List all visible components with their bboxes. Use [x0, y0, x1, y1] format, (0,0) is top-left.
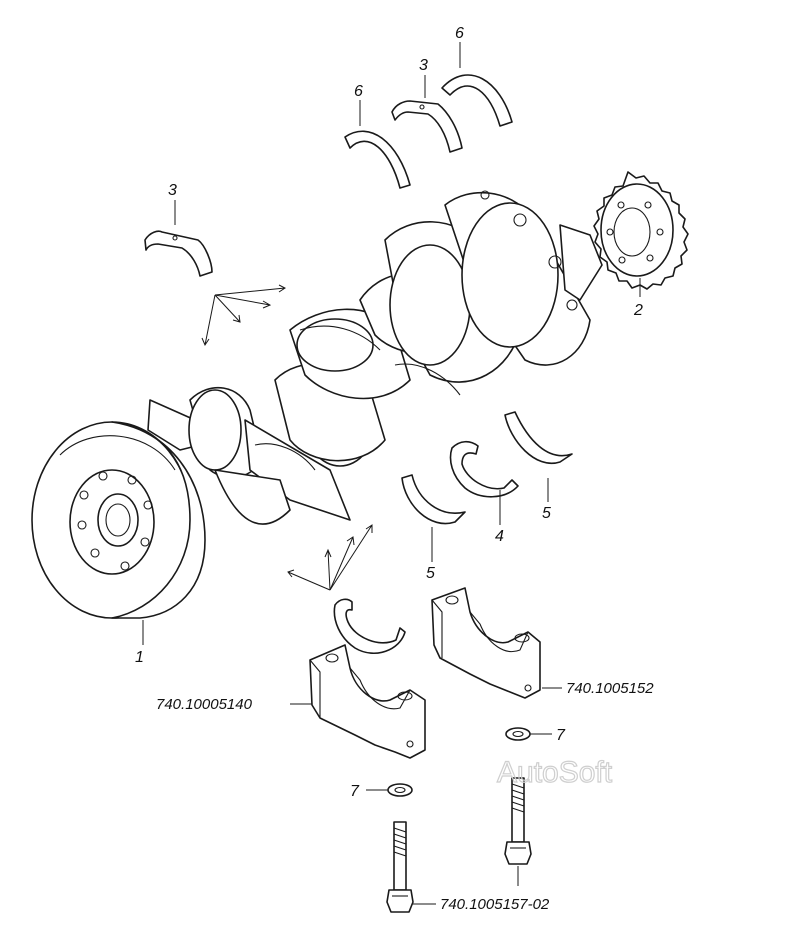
callout-washer-left: 7 — [350, 783, 360, 800]
callout-thrust-lower-left: 5 — [426, 565, 435, 582]
crankshaft — [31, 190, 603, 619]
callout-upper-shell-right: 3 — [419, 57, 428, 74]
callout-thrust-top-left: 6 — [354, 83, 363, 100]
upper-bearing-shell-right — [391, 100, 463, 153]
callouts: 1 2 3 3 6 6 5 4 5 7 7 — [135, 25, 643, 800]
callout-thrust-lower-right: 5 — [542, 505, 551, 522]
crankshaft-body — [188, 190, 603, 525]
callout-thrust-top-right: 6 — [455, 25, 464, 42]
direction-arrows-lower — [287, 524, 373, 591]
callout-lower-shell: 4 — [495, 528, 504, 545]
callout-gear: 2 — [633, 302, 643, 319]
main-bearing-cap-left — [309, 644, 426, 759]
direction-arrows-upper — [201, 284, 286, 347]
callout-washer-right: 7 — [556, 727, 566, 744]
partno-cap-left: 740.10005140 — [156, 696, 253, 713]
thrust-washer-lower-right — [504, 411, 573, 465]
main-bearing-cap-right — [431, 587, 541, 699]
thrust-washer-lower-left — [401, 474, 466, 525]
thrust-washer-top-right — [441, 74, 513, 127]
callout-upper-shell-left: 3 — [168, 182, 177, 199]
washer-right — [505, 727, 531, 741]
part-numbers: 740.10005140 740.1005152 740.1005157-02 — [156, 680, 654, 913]
leader-lines — [142, 42, 641, 905]
watermark: AutoSoft — [497, 756, 613, 789]
lower-bearing-shell-cap — [333, 598, 406, 654]
timing-gear — [593, 171, 689, 290]
cap-bolt-right — [504, 777, 532, 865]
callout-crankshaft: 1 — [135, 649, 144, 666]
thrust-washer-top-left — [344, 130, 411, 189]
partno-bolt: 740.1005157-02 — [440, 896, 550, 913]
lower-bearing-shell — [449, 440, 519, 498]
partno-cap-right: 740.1005152 — [566, 680, 654, 697]
washer-left — [387, 783, 413, 797]
upper-bearing-shell-left — [144, 230, 213, 277]
crankshaft-flange — [31, 399, 206, 619]
cap-bolt-left — [386, 821, 414, 913]
